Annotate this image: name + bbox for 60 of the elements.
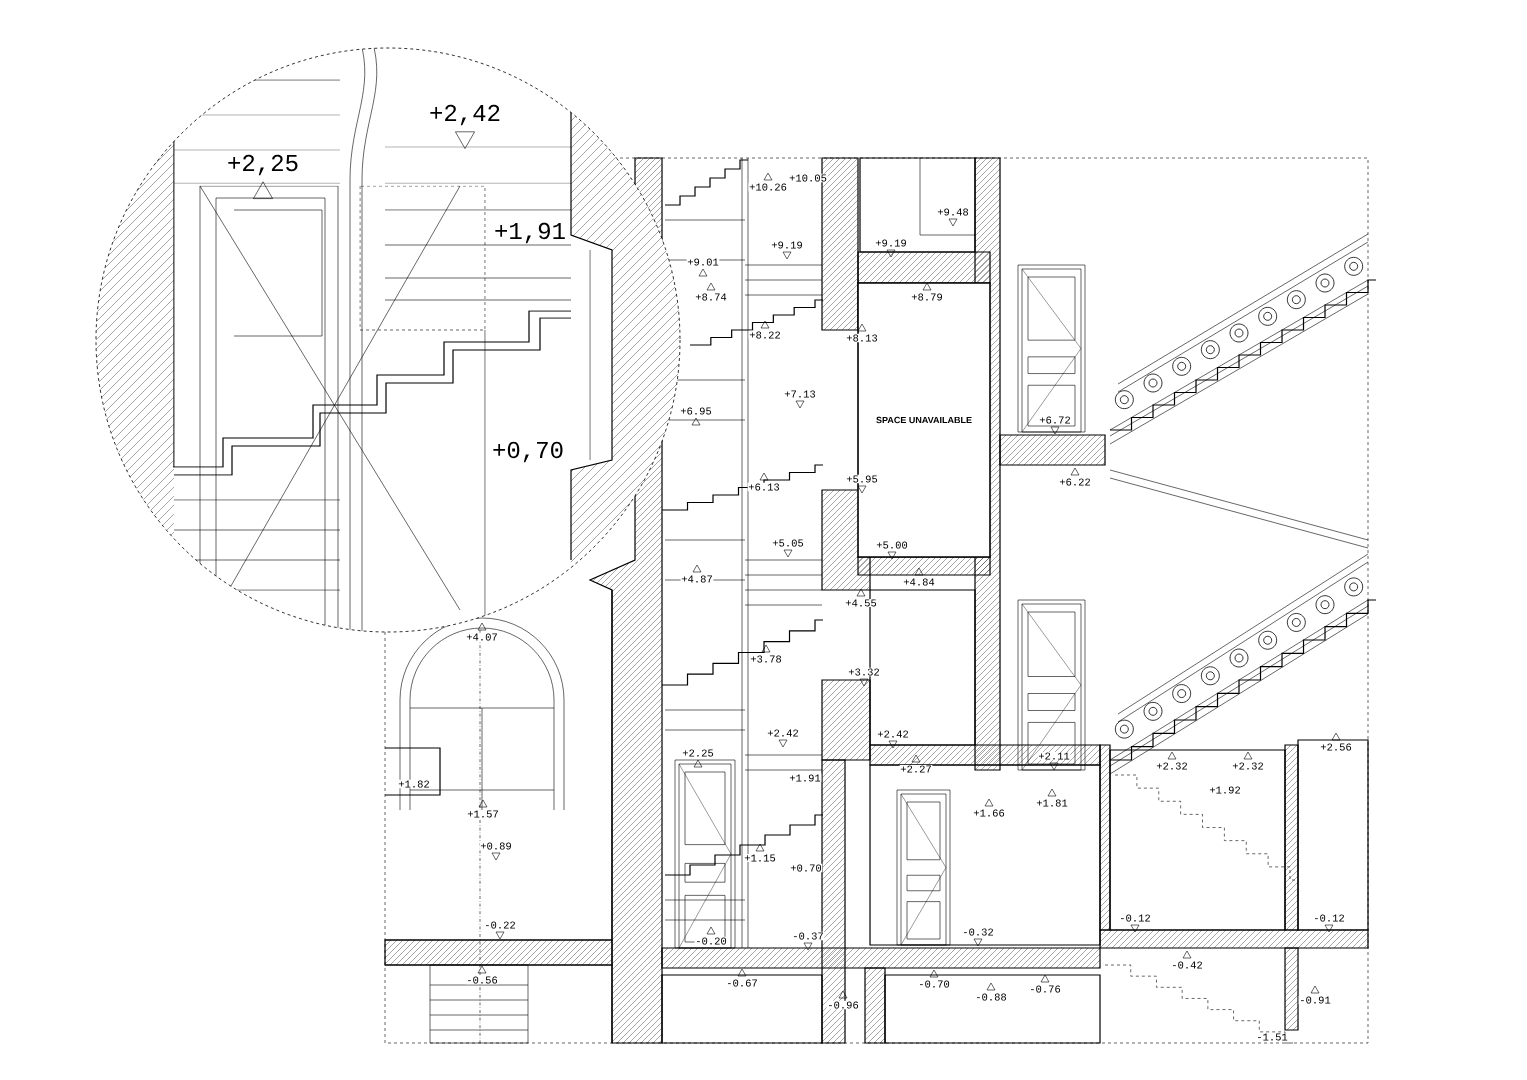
elevation-mark: +2.32 [1155, 751, 1189, 771]
elevation-mark: -0.42 [1170, 950, 1204, 970]
elevation-mark: +8.13 [845, 323, 879, 343]
elevation-mark: +4.55 [844, 588, 878, 608]
elevation-mark: +6.95 [679, 406, 713, 426]
elevation-mark: +2,42 [428, 104, 502, 149]
elevation-mark: +3.32 [847, 667, 881, 687]
elevation-mark: +2.32 [1231, 751, 1265, 771]
elevation-mark: +8.74 [694, 282, 728, 302]
elevation-label: +1.91 [788, 773, 822, 783]
elevation-mark: +5.95 [845, 474, 879, 494]
elevation-label: +1,91 [493, 222, 567, 244]
elevation-mark: +2,25 [226, 154, 300, 199]
elevation-mark: +2.11 [1037, 751, 1071, 771]
elevation-mark: +6.13 [747, 472, 781, 492]
elevation-mark: +6.72 [1038, 415, 1072, 435]
elevation-mark: +2.25 [681, 748, 715, 768]
elevation-mark: +8.79 [910, 282, 944, 302]
elevation-mark: -0.70 [917, 969, 951, 989]
elevation-label: +1.92 [1208, 785, 1242, 795]
elevation-mark: +2.27 [899, 754, 933, 774]
elevation-mark: +3.78 [749, 644, 783, 664]
elevation-mark: +2.42 [876, 729, 910, 749]
elevation-label: +1.82 [397, 779, 431, 789]
elevation-mark: +9.19 [770, 240, 804, 260]
elevation-mark: +8.22 [748, 320, 782, 340]
elevation-mark: -0.20 [694, 926, 728, 946]
elevation-mark: -0.88 [974, 982, 1008, 1002]
elevation-mark: +1.81 [1035, 788, 1069, 808]
elevation-mark: +4.84 [902, 567, 936, 587]
elevation-mark: -0.91 [1298, 985, 1332, 1005]
elevation-mark: +2.56 [1319, 732, 1353, 752]
elevation-mark: +5.00 [875, 540, 909, 560]
elevation-mark: +1.57 [466, 799, 500, 819]
elevation-mark: +6.22 [1058, 467, 1092, 487]
elevation-mark: +9.19 [874, 238, 908, 258]
elevation-mark: -0.12 [1118, 913, 1152, 933]
elevation-mark: +9.48 [936, 207, 970, 227]
elevation-label: +0.70 [789, 863, 823, 873]
elevation-mark: +10.26 [748, 172, 788, 192]
elevation-label: -1.51 [1255, 1032, 1289, 1042]
elevation-mark: -0.22 [483, 920, 517, 940]
elevation-mark: -0.96 [826, 990, 860, 1010]
elevation-label: +0,70 [491, 441, 565, 463]
elevation-mark: +9.01 [686, 257, 720, 277]
elevation-mark: +4.87 [680, 564, 714, 584]
elevation-mark: -0.67 [725, 968, 759, 988]
elevation-label: +10.05 [788, 173, 828, 183]
elevation-mark: -0.37 [791, 931, 825, 951]
elevation-mark: +2.42 [766, 728, 800, 748]
elevation-mark: -0.12 [1312, 913, 1346, 933]
elevation-mark: +7.13 [783, 389, 817, 409]
elevation-mark: +1.15 [743, 843, 777, 863]
elevation-mark: +5.05 [771, 538, 805, 558]
elevation-mark: +0.89 [479, 841, 513, 861]
elevation-mark: +1.66 [972, 798, 1006, 818]
elevation-mark: -0.76 [1028, 974, 1062, 994]
elevation-mark: -0.32 [961, 927, 995, 947]
elevation-mark: +4.07 [465, 622, 499, 642]
elevation-mark: -0.56 [465, 965, 499, 985]
